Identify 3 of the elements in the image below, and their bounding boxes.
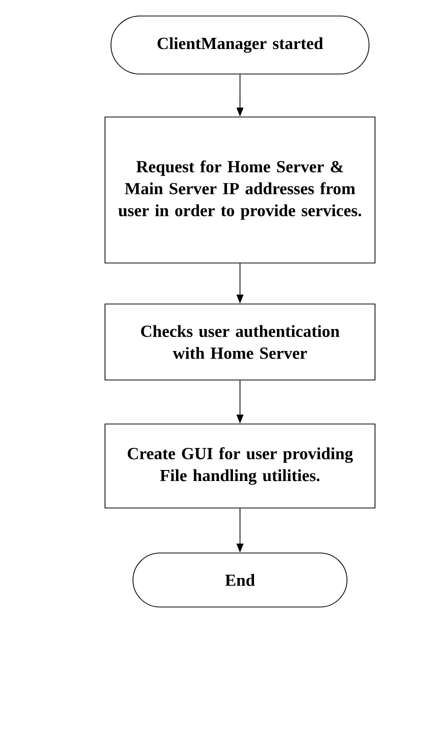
process-box: Request for Home Server & Main Server IP addresses from user in order to provide services.: [104, 116, 376, 264]
process-box: Checks user authentication with Home Server: [104, 304, 376, 380]
process-box: Create GUI for user providing File handling utilities.: [104, 424, 376, 508]
